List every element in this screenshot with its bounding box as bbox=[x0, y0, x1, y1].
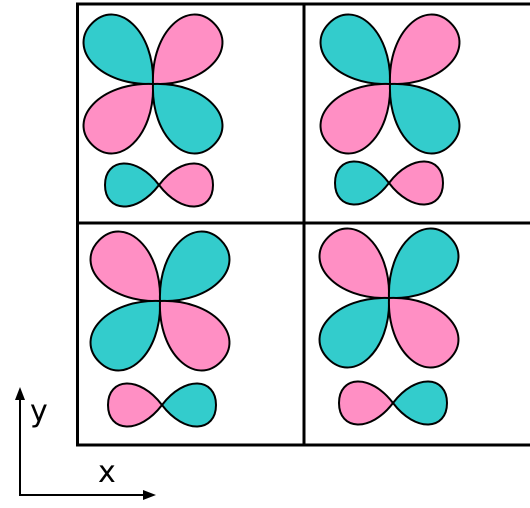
clover-lobe-upper-left bbox=[318, 227, 391, 300]
clover-lobe-lower-left bbox=[82, 82, 155, 155]
clover-lobe-upper-right bbox=[387, 227, 460, 300]
pair-lobe-left bbox=[337, 380, 395, 426]
pair-lobe-right bbox=[391, 380, 449, 426]
clover-lobe-lower-right bbox=[151, 82, 224, 155]
pair-lobe-right bbox=[157, 162, 215, 208]
clover-lobe-lower-left bbox=[89, 299, 162, 372]
clover-lobe-lower-right bbox=[158, 299, 231, 372]
clover-lobe-upper-left bbox=[319, 13, 392, 86]
pair-lobe-right bbox=[387, 160, 445, 206]
clover-lobe-lower-right bbox=[388, 82, 461, 155]
orbital-panel-1 bbox=[82, 13, 224, 208]
pair-lobe-right bbox=[160, 382, 218, 428]
pair-lobe-left bbox=[106, 382, 164, 428]
clover-lobe-upper-left bbox=[82, 13, 155, 86]
x-axis-arrowhead bbox=[143, 490, 156, 500]
y-axis-label: y bbox=[30, 394, 48, 429]
clover-lobe-lower-right bbox=[387, 296, 460, 369]
orbital-panels bbox=[82, 13, 461, 428]
clover-lobe-lower-left bbox=[318, 296, 391, 369]
clover-lobe-lower-left bbox=[319, 82, 392, 155]
clover-lobe-upper-right bbox=[388, 13, 461, 86]
clover-lobe-upper-left bbox=[89, 230, 162, 303]
orbital-panel-4 bbox=[318, 227, 460, 426]
orbital-panel-3 bbox=[89, 230, 231, 428]
clover-lobe-upper-right bbox=[158, 230, 231, 303]
x-axis-label: x bbox=[98, 455, 116, 490]
clover-lobe-upper-right bbox=[151, 13, 224, 86]
panel-grid bbox=[76, 2, 530, 447]
orbital-panel-2 bbox=[319, 13, 461, 206]
pair-lobe-left bbox=[333, 160, 391, 206]
pair-lobe-left bbox=[103, 162, 161, 208]
coordinate-axes: y x bbox=[15, 387, 156, 500]
y-axis-arrowhead bbox=[15, 387, 25, 400]
